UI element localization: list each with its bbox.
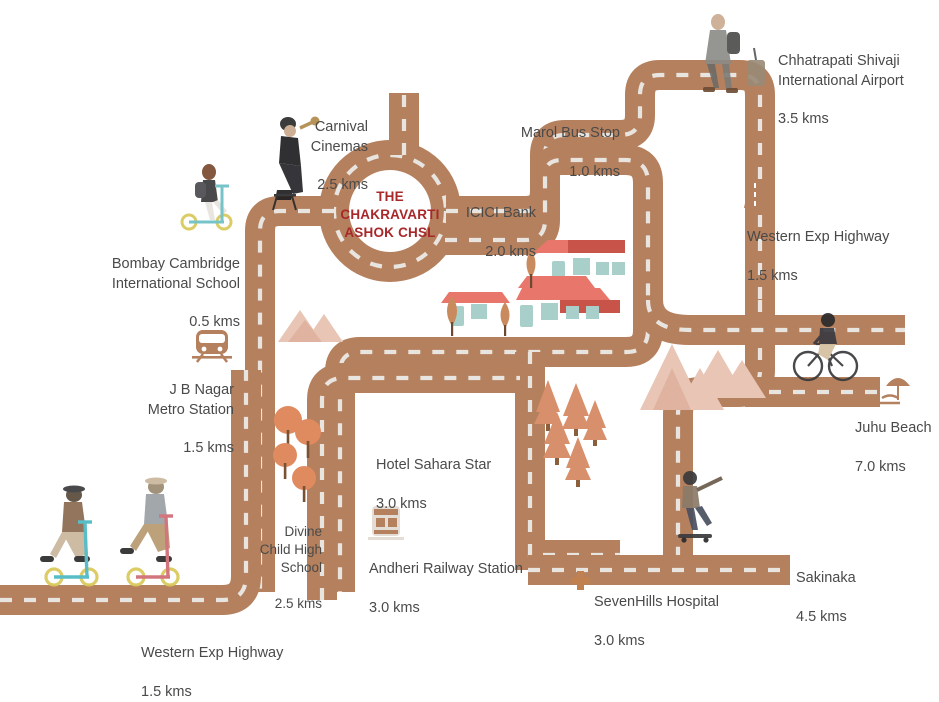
road-andheri-vertical — [307, 363, 520, 600]
landmark-distance: 3.0 kms — [594, 632, 645, 649]
landmark-name: Juhu Beach — [855, 420, 932, 437]
landmark-distance: 1.5 kms — [141, 683, 192, 700]
label-carnival-cinemas: Carnival Cinemas 2.5 kms — [258, 99, 368, 195]
label-bombay-cambridge-international-school: Bombay Cambridge International School 0.… — [105, 236, 240, 332]
location-map: .rd{fill:none;stroke:#b5805d;stroke-widt… — [0, 14, 939, 700]
road-right-to-juhu-upper — [633, 298, 905, 345]
landmark-distance: 1.5 kms — [183, 440, 234, 457]
landmark-distance: 3.0 kms — [376, 495, 427, 512]
landmark-name: Western Exp Highway — [747, 229, 890, 246]
landmark-distance: 4.5 kms — [796, 608, 847, 625]
landmark-distance: 3.0 kms — [369, 599, 420, 616]
landmark-distance: 1.5 kms — [747, 267, 798, 284]
landmark-name: Western Exp Highway — [141, 645, 284, 662]
road-west-branch-to-bombay-cambridge — [245, 196, 334, 592]
landmark-distance: 2.5 kms — [274, 595, 322, 611]
landmark-name: J B Nagar Metro Station — [147, 382, 234, 418]
landmark-distance: 2.5 kms — [317, 177, 368, 194]
landmark-name: SevenHills Hospital — [594, 594, 719, 611]
label-western-exp-highway-bottom: Western Exp Highway 1.5 kms — [141, 625, 351, 702]
landmark-name: Andheri Railway Station — [369, 561, 523, 578]
landmark-name: Hotel Sahara Star — [376, 457, 492, 474]
label-andheri-railway-station: Andheri Railway Station 3.0 kms — [369, 541, 569, 618]
landmark-name: Marol Bus Stop — [520, 125, 620, 142]
landmark-distance: 1.0 kms — [569, 163, 620, 180]
label-icici-bank: ICICI Bank 2.0 kms — [418, 185, 536, 262]
landmark-name: ICICI Bank — [465, 205, 536, 222]
label-chhatrapati-shivaji-international-airport: Chhatrapati Shivaji International Airpor… — [778, 33, 938, 129]
road-western-exp-highway-bottom — [0, 370, 261, 615]
road-icici-loop — [325, 145, 663, 592]
label-sakinaka: Sakinaka 4.5 kms — [796, 550, 906, 627]
label-juhu-beach: Juhu Beach 7.0 kms — [855, 400, 939, 477]
label-hotel-sahara-star: Hotel Sahara Star 3.0 kms — [376, 437, 556, 514]
landmark-name: Bombay Cambridge International School — [111, 256, 240, 292]
label-sevenhills-hospital: SevenHills Hospital 3.0 kms — [594, 574, 794, 651]
page-title: THE CHAKRAVARTI ASHOK CHSL — [340, 189, 440, 240]
label-divine-child-high-school: Divine Child High School 2.5 kms — [252, 505, 322, 613]
label-western-exp-highway-right: Western Exp Highway 1.5 kms — [747, 209, 927, 286]
landmark-distance: 7.0 kms — [855, 458, 906, 475]
landmark-distance: 2.0 kms — [485, 243, 536, 260]
landmark-distance: 0.5 kms — [189, 314, 240, 331]
landmark-name: Chhatrapati Shivaji International Airpor… — [778, 53, 904, 89]
landmark-distance: 3.5 kms — [778, 111, 829, 128]
label-marol-bus-stop: Marol Bus Stop 1.0 kms — [460, 105, 620, 182]
landmark-name: Divine Child High School — [259, 523, 322, 575]
landmark-name: Carnival Cinemas — [310, 119, 368, 155]
label-j-b-nagar-metro-station: J B Nagar Metro Station 1.5 kms — [130, 362, 234, 458]
landmark-name: Sakinaka — [796, 570, 856, 587]
